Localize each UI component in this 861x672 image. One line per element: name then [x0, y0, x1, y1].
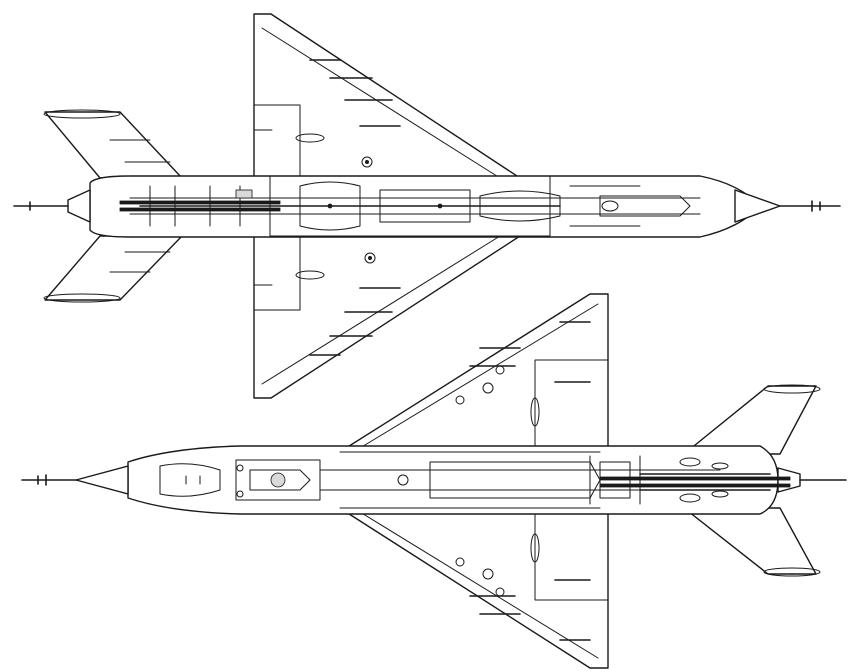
top-view: [13, 13, 841, 399]
top-view-spine-equipment: [119, 175, 701, 237]
top-view-pitot-probe: [779, 200, 841, 212]
top-view-nose-cone: [734, 189, 781, 223]
top-view-upper-wing-flap-line: [253, 104, 301, 179]
top-view-lower-wing-leading-edge-line: [261, 235, 501, 385]
top-view-tail-cone: [67, 189, 91, 223]
top-view-lower-wing-flap-line: [253, 235, 301, 311]
bottom-view: [21, 293, 847, 669]
bottom-view-upper-stabilizer: [683, 385, 817, 455]
top-view-lower-stabilizer: [44, 235, 183, 301]
top-view-upper-wing: [253, 13, 521, 179]
bottom-view-pitot-probe: [21, 474, 77, 486]
bottom-view-lower-wing: [345, 511, 609, 669]
bottom-view-nose-cone: [75, 465, 129, 495]
top-view-tail-probe: [13, 201, 69, 211]
bottom-view-lower-stabilizer: [683, 507, 817, 575]
top-view-upper-stab-tip: [43, 109, 121, 119]
top-view-wing-fences-lower: [295, 252, 401, 356]
top-view-lower-stab-tip: [43, 293, 121, 303]
top-view-upper-stabilizer: [44, 111, 183, 179]
bottom-view-ventral-details: [159, 451, 791, 509]
top-view-wing-fences-upper: [295, 59, 401, 168]
top-view-upper-wing-leading-edge-line: [261, 27, 501, 179]
